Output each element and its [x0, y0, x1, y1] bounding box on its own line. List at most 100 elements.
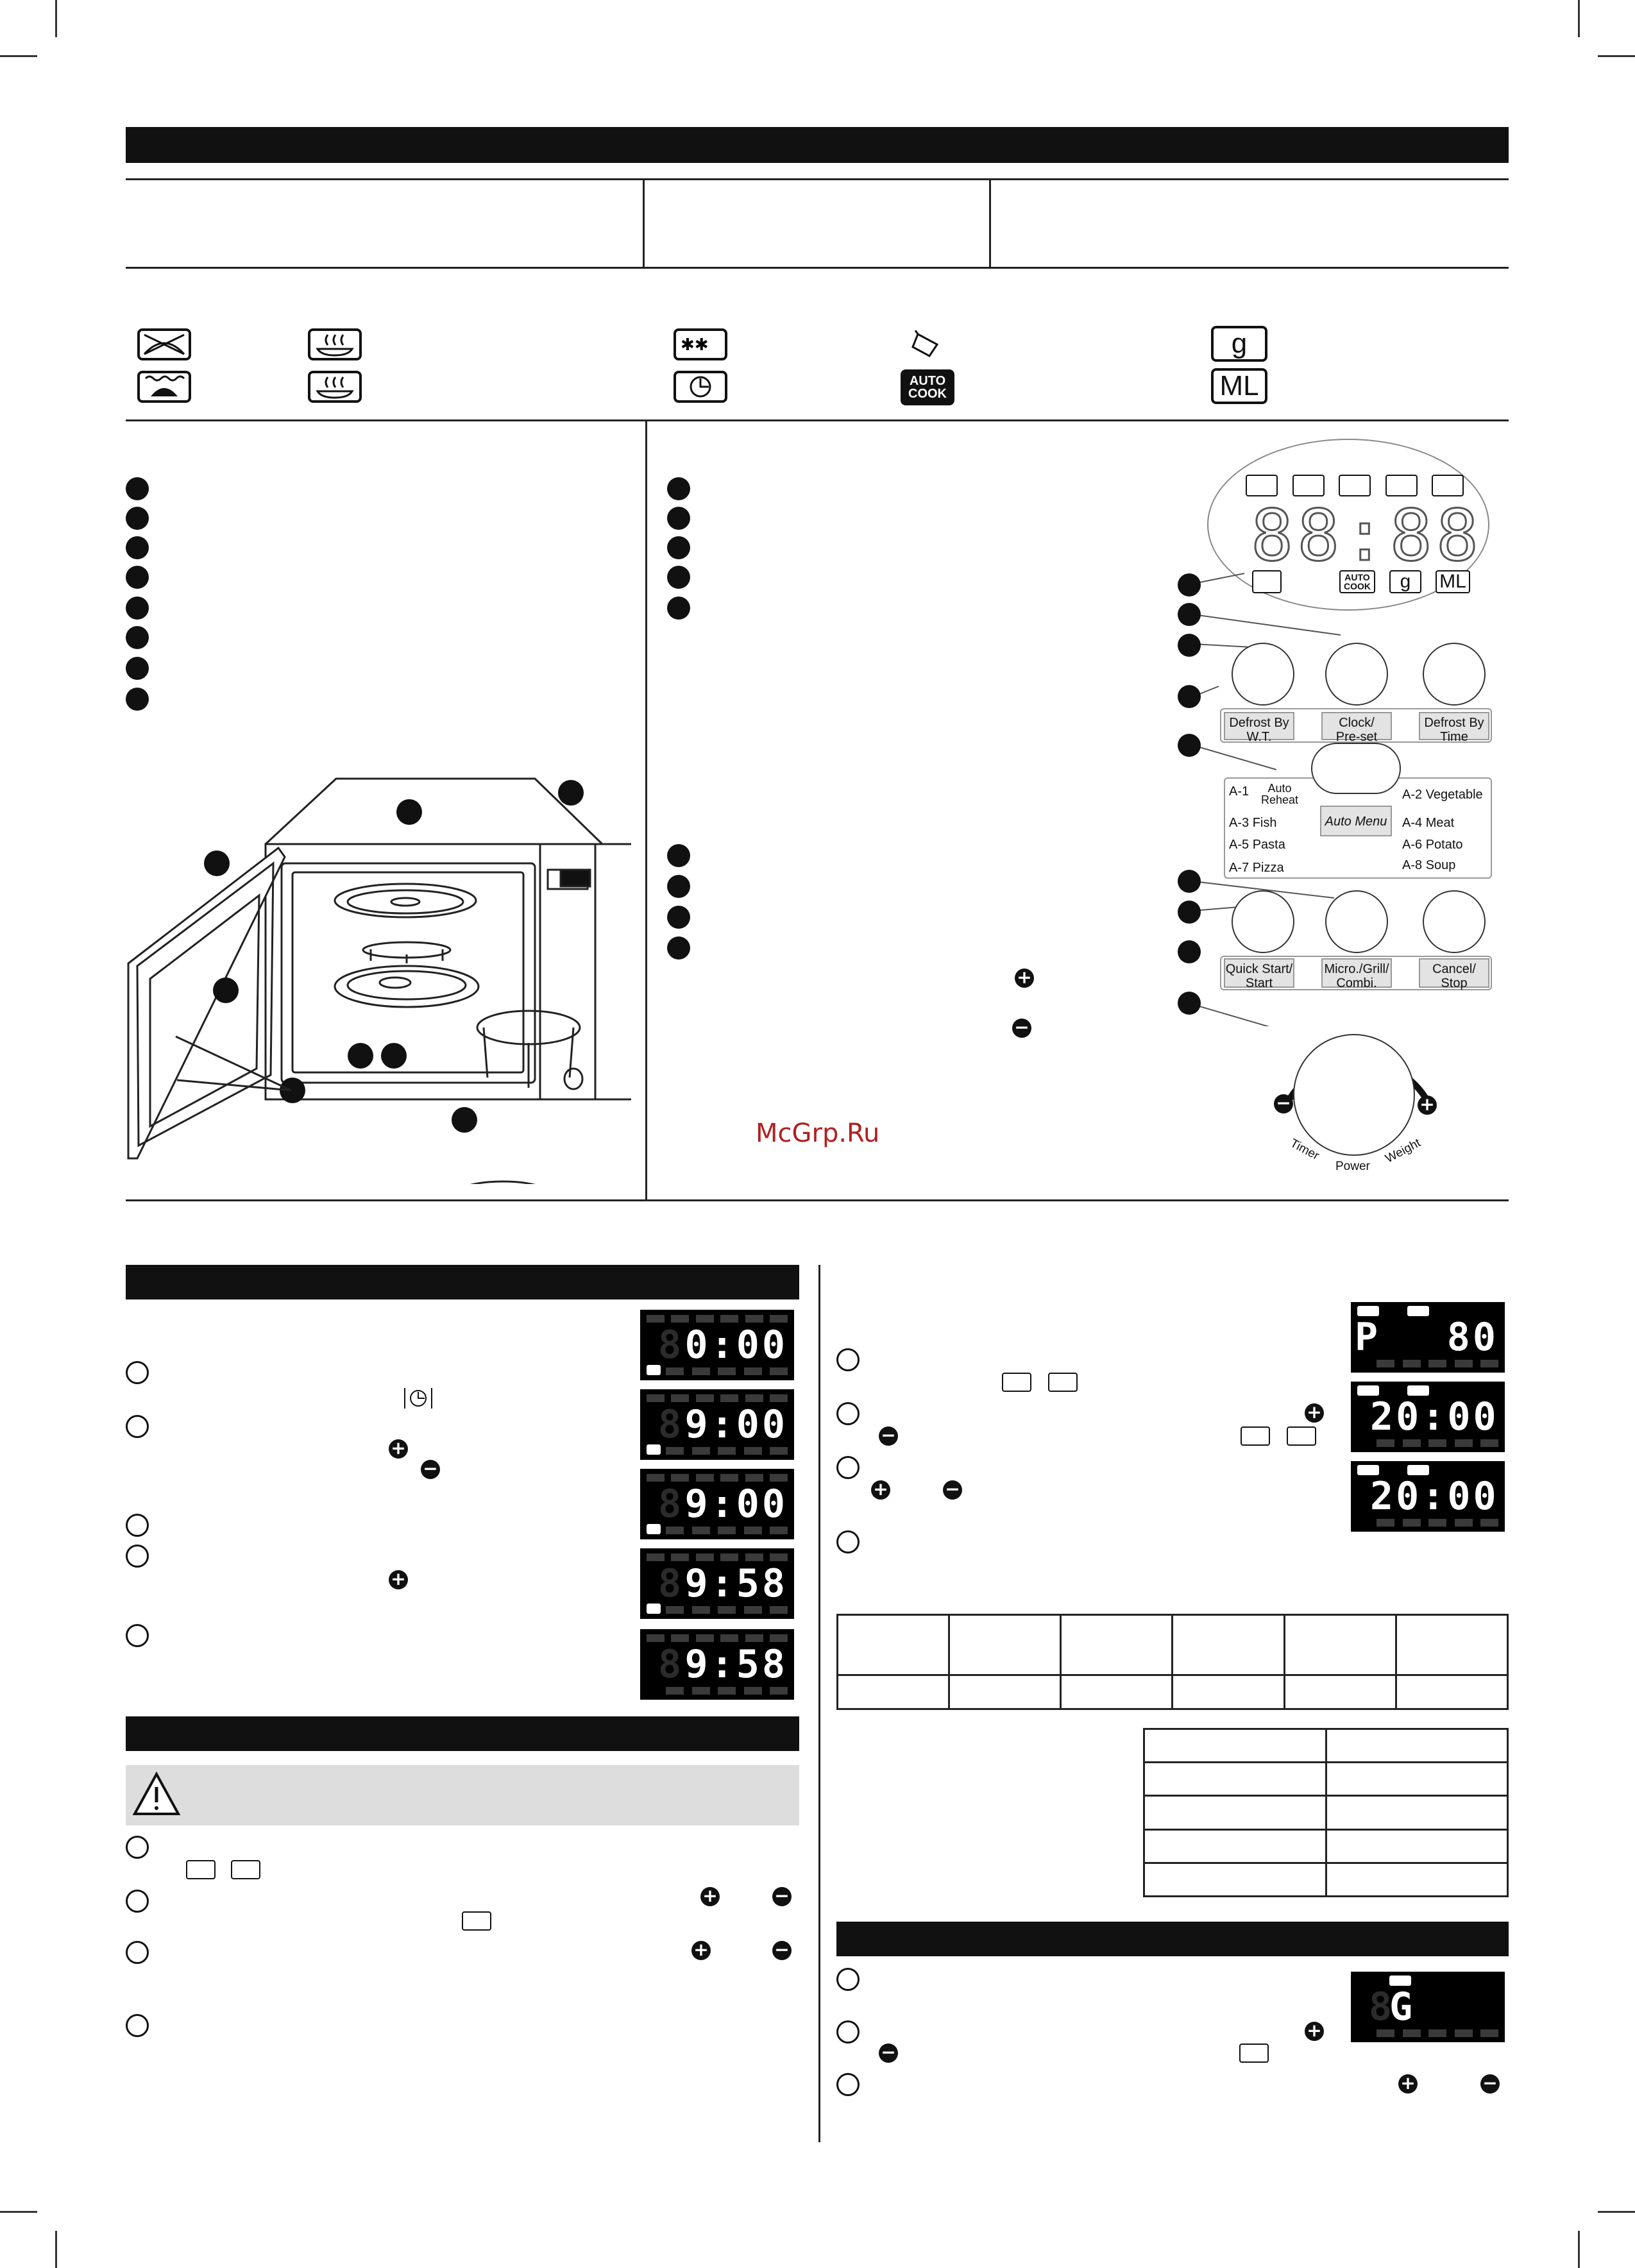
clock-icon — [1252, 570, 1282, 593]
lcd-display: 8 G — [1351, 1972, 1505, 2042]
callout-number — [1178, 573, 1201, 597]
combi-icon — [1407, 1306, 1429, 1316]
lcd-ghost-digit: 8 — [658, 1323, 682, 1367]
minus-icon: − — [1274, 1094, 1293, 1113]
minus-icon: − — [879, 2044, 898, 2063]
defrost-icon: ✱✱ — [673, 328, 727, 360]
defrost-weight-button[interactable] — [1232, 643, 1294, 706]
callout-number — [667, 507, 690, 530]
combi-icon — [1048, 1373, 1078, 1392]
defrost-time-label: Defrost By Time — [1419, 712, 1489, 744]
menu-code: A-5 — [1229, 838, 1250, 852]
lcd-display: 20:00 — [1351, 1382, 1505, 1452]
dial-power-label: Power — [1335, 1160, 1370, 1173]
callout-number — [126, 597, 149, 620]
minus-icon: − — [943, 1480, 962, 1500]
panel-leader-lines — [1192, 573, 1341, 1026]
callout-number — [126, 507, 149, 530]
plus-icon: + — [1305, 2022, 1324, 2041]
plus-icon: + — [1305, 1403, 1324, 1423]
step-number — [836, 1530, 860, 1553]
weight-defrost-icon — [901, 328, 954, 360]
clock-icon — [647, 1444, 661, 1455]
button-panel-row2 — [1220, 956, 1492, 990]
section-header-bar — [126, 1716, 799, 1751]
auto-menu-item: A-3 Fish — [1229, 816, 1276, 831]
crop-mark — [0, 55, 37, 57]
menu-name: Soup — [1425, 858, 1456, 872]
combi-icon — [462, 1911, 491, 1931]
minus-icon: − — [421, 1460, 440, 1479]
microwave-icon — [1241, 1426, 1270, 1446]
auto-menu-item: A-5 Pasta — [1229, 838, 1285, 852]
minus-icon: − — [1480, 2074, 1500, 2094]
minus-icon: − — [772, 1941, 792, 1960]
timer-power-weight-dial[interactable] — [1293, 1034, 1415, 1156]
clock-preset-label: Clock/ Pre-set — [1321, 712, 1392, 744]
step-number — [126, 1415, 149, 1438]
grill-icon — [1389, 1976, 1411, 1986]
lcd-ghost-digit: 8 — [658, 1561, 682, 1606]
callout-number — [126, 477, 149, 500]
step-number — [836, 2073, 860, 2096]
lcd-digits: 9:00 — [684, 1402, 788, 1447]
warning-box — [126, 1765, 799, 1825]
svg-text:✱✱: ✱✱ — [681, 335, 709, 355]
callout-number — [126, 626, 149, 649]
auto-menu-item: Auto Reheat — [1261, 783, 1298, 806]
divider — [126, 178, 1509, 180]
auto-menu-item: A-6 Potato — [1402, 838, 1463, 852]
microwave-icon — [1357, 1306, 1379, 1316]
combi-icon — [308, 328, 362, 360]
callout-number — [667, 844, 690, 867]
crop-mark — [1598, 55, 1635, 57]
combi-icon — [1407, 1385, 1429, 1396]
crop-mark — [1598, 2211, 1635, 2213]
display-digits: 88:88 — [1250, 495, 1483, 577]
auto-menu-button[interactable] — [1311, 743, 1401, 794]
step-number — [126, 1361, 149, 1384]
clock-preset-button[interactable] — [1325, 643, 1388, 706]
defrost-time-button[interactable] — [1423, 643, 1486, 706]
combi-icon — [308, 371, 362, 403]
lcd-display: 8 0:00 — [640, 1310, 794, 1380]
menu-code: A-8 — [1402, 858, 1423, 872]
weight-defrost-icon — [1296, 570, 1325, 593]
micro-grill-combi-button[interactable] — [1325, 890, 1388, 953]
menu-name: Fish — [1252, 816, 1277, 830]
menu-name: Potato — [1425, 838, 1463, 852]
micro-grill-combi-label: Micro./Grill/ Combi. — [1321, 958, 1392, 990]
callout-number — [126, 688, 149, 711]
step-number — [126, 1624, 149, 1647]
combination-table — [1143, 1727, 1509, 1898]
ml-icon: ML — [1436, 570, 1470, 593]
auto-menu-item: A-1 — [1229, 785, 1249, 798]
auto-cook-icon: AUTO COOK — [901, 369, 954, 405]
crop-mark — [1578, 0, 1580, 37]
gram-icon: g — [1211, 326, 1267, 362]
section-header-bar — [836, 1922, 1509, 1956]
lcd-ghost-digit: 8 — [658, 1642, 682, 1687]
plus-icon: + — [871, 1480, 890, 1500]
step-number — [126, 2014, 149, 2037]
clock-icon — [404, 1388, 432, 1409]
step-number — [836, 2020, 860, 2044]
callout-number — [1178, 992, 1201, 1015]
gram-icon: g — [1389, 570, 1421, 593]
ml-label: ML — [1219, 370, 1259, 402]
plus-icon: + — [700, 1887, 720, 1906]
display-top-icons — [1246, 475, 1464, 498]
auto-cook-label: AUTO COOK — [908, 374, 947, 401]
step-number — [126, 1890, 149, 1913]
crop-mark — [1578, 2231, 1580, 2268]
combi-icon — [1432, 475, 1464, 496]
plus-icon: + — [389, 1439, 408, 1459]
callout-number — [1178, 870, 1201, 893]
menu-code: A-6 — [1402, 838, 1423, 852]
plus-icon: + — [1015, 969, 1034, 988]
menu-code: A-4 — [1402, 816, 1423, 830]
quick-start-button[interactable] — [1232, 890, 1294, 953]
lcd-display: 8 9:00 — [640, 1389, 794, 1460]
cancel-stop-button[interactable] — [1423, 890, 1486, 953]
crop-mark — [0, 2211, 37, 2213]
